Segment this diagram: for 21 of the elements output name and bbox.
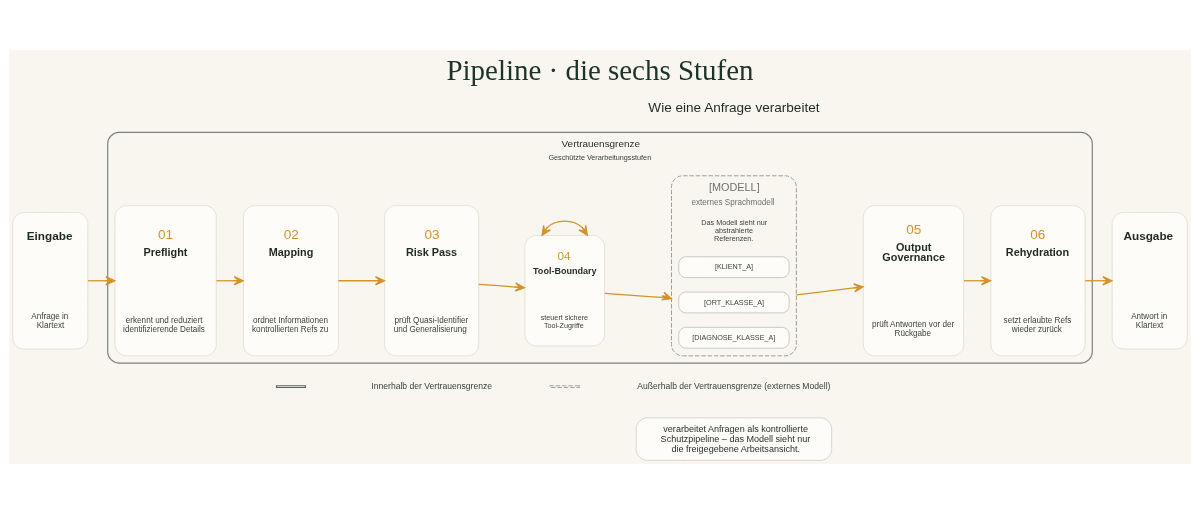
node-box: verarbeitet Anfragen als kontrollierte Schutzpipeline – das Modell sieht nur die freigegebene Arbeitsansicht.: [635, 417, 833, 461]
node-box: [KLIENT_A]: [678, 256, 790, 278]
legend-label: Innerhalb der Vertrauensgrenze: [371, 380, 493, 391]
arrow: [604, 291, 673, 301]
node-box: [ORT_KLASSE_A]: [678, 291, 790, 314]
node-box: 06 Rehydration setzt erlaubte Refs wieder zurück: [990, 205, 1086, 357]
node-box: 05 Output Governance prüft Antworten vor der Rückgabe: [862, 205, 965, 357]
arrow: [541, 220, 588, 236]
arrow: [478, 282, 526, 292]
node-box: Ausgabe Antwort in Klartext: [1111, 212, 1188, 350]
arrow: [337, 276, 386, 286]
node-box: 04 Tool-Boundary steuert sichere Tool-Zugriffe: [524, 235, 605, 347]
legend-label: Außerhalb der Vertrauensgrenze (externes Modell): [637, 380, 831, 391]
label: Wie eine Anfrage verarbeitet: [648, 99, 820, 115]
node-box: Eingabe Anfrage in Klartext: [12, 212, 89, 350]
diagram-title: Pipeline · die sechs Stufen: [446, 54, 754, 87]
node-box: 01 Preflight erkennt und reduziert identifizierende Details: [114, 205, 217, 357]
node-box: [DIAGNOSE_KLASSE_A]: [678, 326, 790, 349]
node-box: 03 Risk Pass prüft Quasi-Identifier und Generalisierung: [384, 205, 480, 357]
arrow: [795, 283, 864, 296]
node-box: 02 Mapping ordnet Informationen kontrollierten Refs zu: [243, 205, 339, 357]
